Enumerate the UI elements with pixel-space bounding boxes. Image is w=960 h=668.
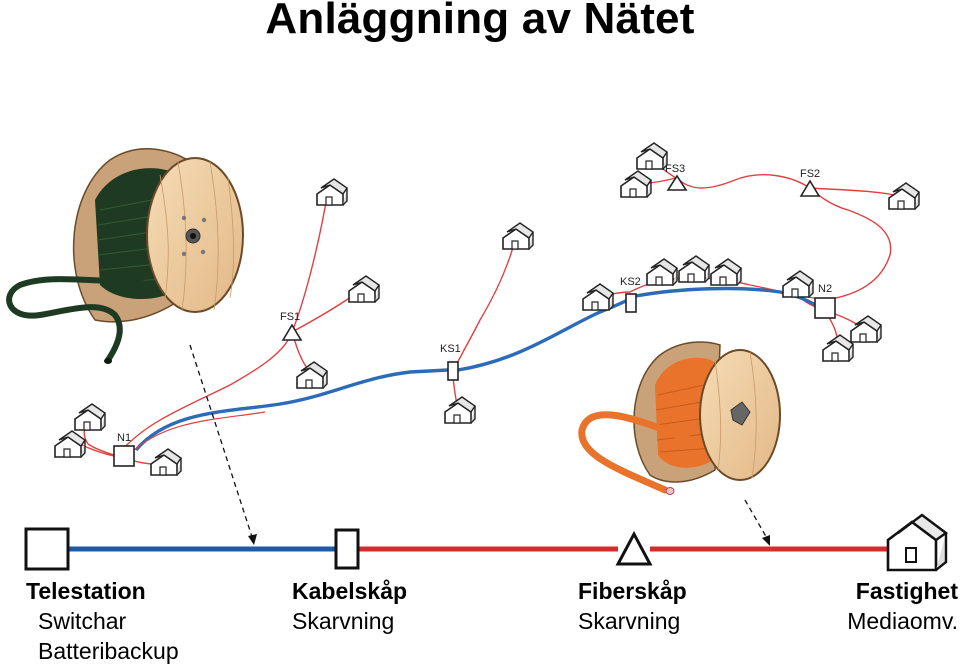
house-icon (296, 361, 328, 389)
legend-detail: Switchar (38, 608, 127, 634)
cable-reel-green (6, 148, 244, 364)
rectangle-node-icon (625, 293, 637, 313)
node-label-n1: N1 (117, 432, 131, 444)
dashed-arrows (189, 344, 769, 541)
node-label-fs2: FS2 (800, 168, 820, 180)
fiberskap-symbol-icon (615, 530, 653, 566)
map-node-symbols (113, 174, 836, 467)
legend-detail: Mediaomv. (847, 608, 958, 634)
house-icon (316, 178, 348, 206)
trunk-cables (134, 286, 822, 452)
house-icon (782, 270, 814, 298)
house-icon (710, 258, 742, 286)
node-label-ks2: KS2 (620, 276, 641, 288)
house-icon (850, 315, 882, 343)
telestation-symbol-icon (24, 527, 70, 571)
node-label-ks1: KS1 (440, 343, 461, 355)
legend-title: Fastighet (855, 578, 958, 604)
house-icon (620, 170, 652, 198)
legend-detail: Batteribackup (38, 638, 179, 664)
house-icon (348, 275, 380, 303)
legend-telestation: Telestation Switchar Batteribackup (26, 576, 179, 666)
triangle-node-icon (799, 179, 821, 197)
legend-detail: Skarvning (292, 608, 395, 634)
legend-fastighet: Fastighet Mediaomv. (847, 576, 958, 636)
house-icon (502, 222, 534, 250)
legend-kabelskap: Kabelskåp Skarvning (292, 576, 407, 636)
house-icon (678, 255, 710, 283)
node-label-fs3: FS3 (665, 163, 685, 175)
triangle-node-icon (666, 174, 688, 191)
house-icon (636, 142, 668, 170)
house-icon (150, 448, 182, 476)
house-icon (646, 258, 678, 286)
legend-title: Fiberskåp (578, 578, 687, 604)
legend-line (24, 513, 949, 572)
house-icon (582, 283, 614, 311)
cable-reel-orange (578, 341, 781, 495)
triangle-node-icon (281, 323, 303, 341)
fastighet-house-icon (886, 513, 949, 572)
page-title: Anläggning av Nätet (265, 0, 695, 43)
house-icon (54, 430, 86, 458)
house-icon (444, 396, 476, 424)
house-icon (888, 182, 920, 210)
legend-title: Telestation (26, 578, 146, 604)
node-label-fs1: FS1 (280, 311, 300, 323)
node-label-n2: N2 (818, 283, 832, 295)
legend-detail: Skarvning (578, 608, 681, 634)
house-icon (822, 334, 854, 362)
legend-fiberskap: Fiberskåp Skarvning (578, 576, 687, 636)
house-icon (74, 403, 106, 431)
legend-title: Kabelskåp (292, 578, 408, 604)
square-node-icon (814, 297, 836, 319)
square-node-icon (113, 445, 135, 467)
rectangle-node-icon (447, 361, 459, 381)
kabelskap-symbol-icon (334, 528, 360, 570)
